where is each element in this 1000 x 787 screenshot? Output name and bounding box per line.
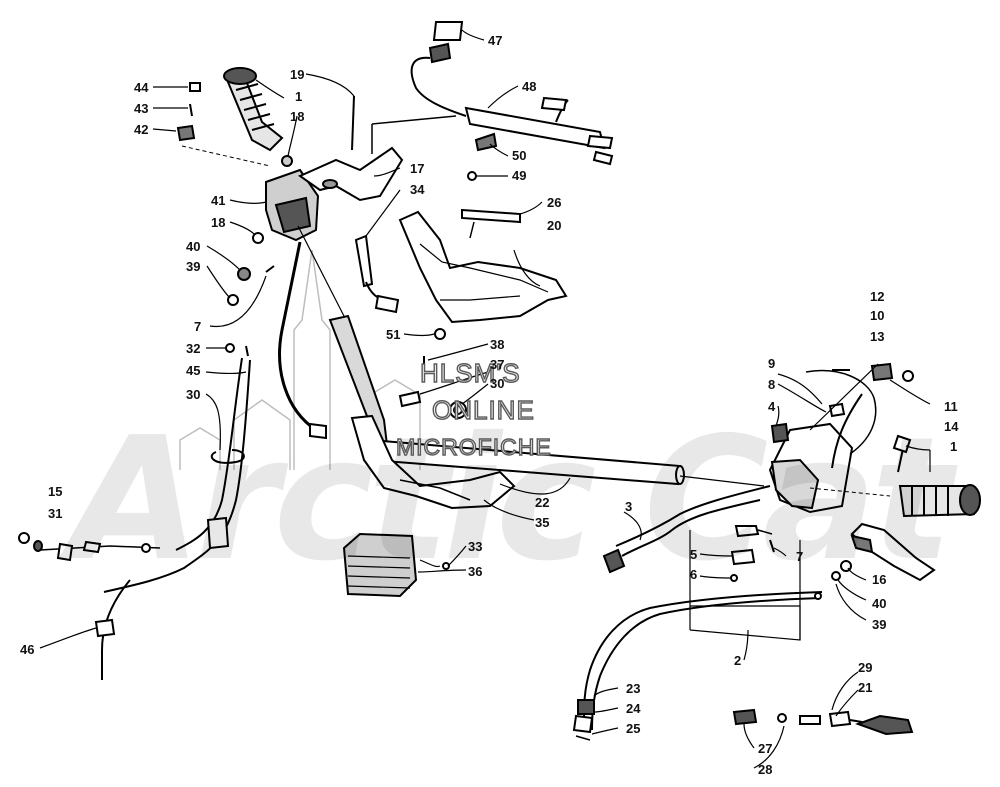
callout-39-right: 39	[872, 617, 887, 632]
callout-18-mid: 18	[211, 215, 226, 230]
watermark-line-3: MICROFICHE	[395, 434, 552, 460]
callout-45: 45	[186, 363, 201, 378]
callout-43: 43	[134, 101, 149, 116]
callout-10: 10	[870, 308, 885, 323]
heater-pack	[342, 532, 450, 598]
callout-7-right: 7	[796, 549, 804, 564]
callout-5: 5	[690, 547, 698, 562]
callout-19: 19	[290, 67, 305, 82]
callout-8: 8	[768, 377, 776, 392]
callout-15: 15	[48, 484, 63, 499]
center-small-parts	[398, 356, 467, 419]
callout-37: 37	[490, 357, 505, 372]
callout-11: 11	[944, 399, 958, 414]
callout-6: 6	[690, 567, 698, 582]
callout-12: 12	[870, 289, 885, 304]
callout-30-mid: 30	[490, 376, 505, 391]
switch-harness	[602, 485, 775, 582]
callout-28: 28	[758, 762, 773, 777]
callout-44: 44	[134, 80, 149, 95]
callout-leaders	[39, 29, 931, 769]
callout-41: 41	[211, 193, 226, 208]
callout-51: 51	[386, 327, 401, 342]
callout-32: 32	[186, 341, 201, 356]
callout-13: 13	[870, 329, 885, 344]
watermark-brand: Arctic Cat	[70, 401, 952, 599]
callout-14: 14	[944, 419, 959, 434]
callout-24: 24	[626, 701, 641, 716]
left-cables	[18, 343, 251, 680]
callout-38: 38	[490, 337, 505, 352]
callout-29: 29	[858, 660, 873, 675]
callout-39-left: 39	[186, 259, 201, 274]
small-parts-lower-right	[732, 708, 914, 736]
right-control-assembly	[689, 362, 981, 641]
kill-switch-harness	[354, 189, 401, 314]
steering-pad	[398, 201, 568, 340]
callout-27: 27	[758, 741, 773, 756]
watermark-line-2: ONLINE	[431, 395, 535, 425]
callout-42: 42	[134, 122, 149, 137]
callout-16: 16	[872, 572, 887, 587]
callout-18-top: 18	[290, 109, 305, 124]
callout-1-right: 1	[950, 439, 958, 454]
callout-22: 22	[535, 495, 550, 510]
callout-25: 25	[626, 721, 641, 736]
callout-20: 20	[547, 218, 562, 233]
headlight-harness	[371, 21, 614, 181]
callout-30-left: 30	[186, 387, 201, 402]
watermark-line-1: HLSM'S	[419, 358, 521, 388]
callout-34: 34	[410, 182, 425, 197]
left-grip-assembly	[176, 67, 404, 440]
callout-21: 21	[858, 680, 873, 695]
handlebar-riser	[328, 314, 765, 510]
callout-1-left: 1	[295, 89, 303, 104]
callout-17: 17	[410, 161, 425, 176]
callout-31: 31	[48, 506, 63, 521]
callout-7-left: 7	[194, 319, 202, 334]
brake-cable	[572, 591, 823, 741]
callout-40-right: 40	[872, 596, 887, 611]
callout-46: 46	[20, 642, 35, 657]
callout-49: 49	[512, 168, 527, 183]
callout-48: 48	[522, 79, 537, 94]
callout-47: 47	[488, 33, 503, 48]
callout-23: 23	[626, 681, 641, 696]
callout-26: 26	[547, 195, 562, 210]
callout-40-left: 40	[186, 239, 201, 254]
callout-3: 3	[625, 499, 633, 514]
callout-35: 35	[535, 515, 550, 530]
callout-36: 36	[468, 564, 483, 579]
callout-50: 50	[512, 148, 527, 163]
callout-33: 33	[468, 539, 483, 554]
callout-4: 4	[768, 399, 776, 414]
callout-9: 9	[768, 356, 776, 371]
callout-2: 2	[734, 653, 742, 668]
